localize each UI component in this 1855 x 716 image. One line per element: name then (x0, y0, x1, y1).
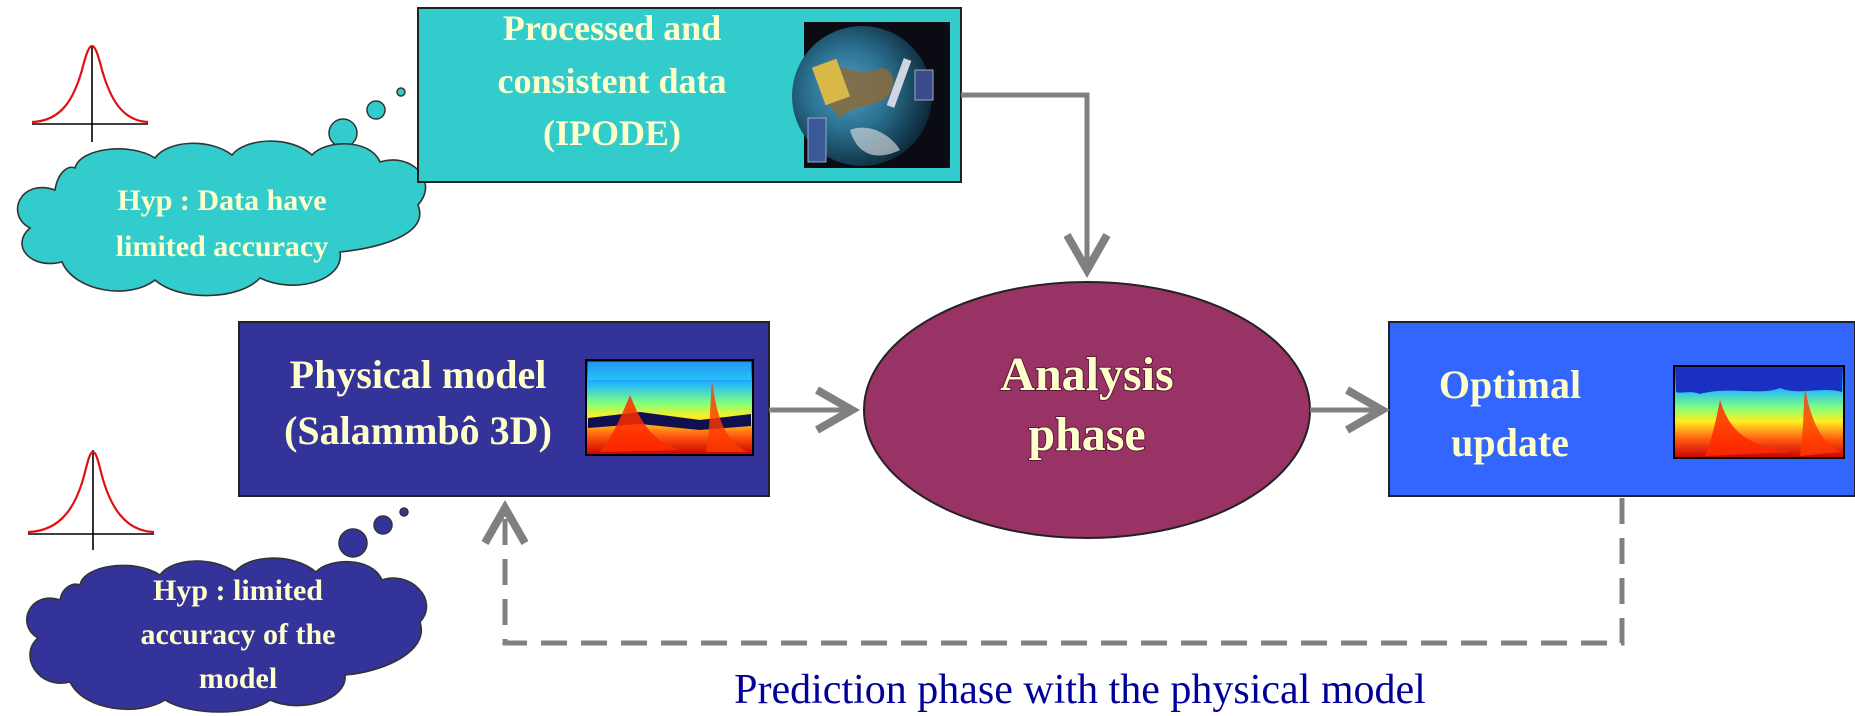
data-hypothesis-cloud: Hyp : Data have limited accuracy (16, 87, 427, 297)
data-cloud-line-1: Hyp : Data have (117, 184, 326, 217)
model-cloud-line-2: accuracy of the (141, 618, 336, 651)
heatmap-thumbnail (585, 359, 754, 456)
analysis-line-1: Analysis (1000, 348, 1173, 401)
data-box-line-1: Processed and (503, 8, 721, 48)
prediction-feedback-arrow (481, 498, 1625, 646)
heatmap-thumbnail (1673, 365, 1845, 459)
physical-model-box: Physical model (Salammbô 3D) (238, 321, 770, 497)
data-box-line-2: consistent data (497, 61, 726, 101)
prediction-caption: Prediction phase with the physical model (734, 667, 1426, 713)
analysis-phase: Analysis phase (863, 281, 1311, 539)
model-hypothesis-cloud: Hyp : limited accuracy of the model (26, 507, 428, 713)
analysis-line-2: phase (1028, 408, 1145, 461)
update-box-line-1: Optimal (1439, 362, 1581, 407)
data-to-analysis-arrow (961, 92, 1111, 279)
model-cloud-line-1: Hyp : limited (153, 574, 323, 607)
satellite-earth-image (792, 22, 950, 168)
model-box-line-2: (Salammbô 3D) (284, 408, 552, 453)
data-box: Processed and consistent data (IPODE) (417, 7, 962, 183)
arrows (481, 92, 1625, 646)
update-box-line-2: update (1451, 420, 1569, 465)
model-cloud-line-3: model (199, 662, 277, 695)
data-cloud-line-2: limited accuracy (116, 230, 328, 263)
data-box-line-3: (IPODE) (543, 113, 681, 153)
model-box-line-1: Physical model (290, 352, 547, 397)
gaussian-curve-icon (27, 450, 155, 550)
gaussian-curve-icon (31, 44, 149, 142)
optimal-update-box: Optimal update (1388, 321, 1855, 497)
